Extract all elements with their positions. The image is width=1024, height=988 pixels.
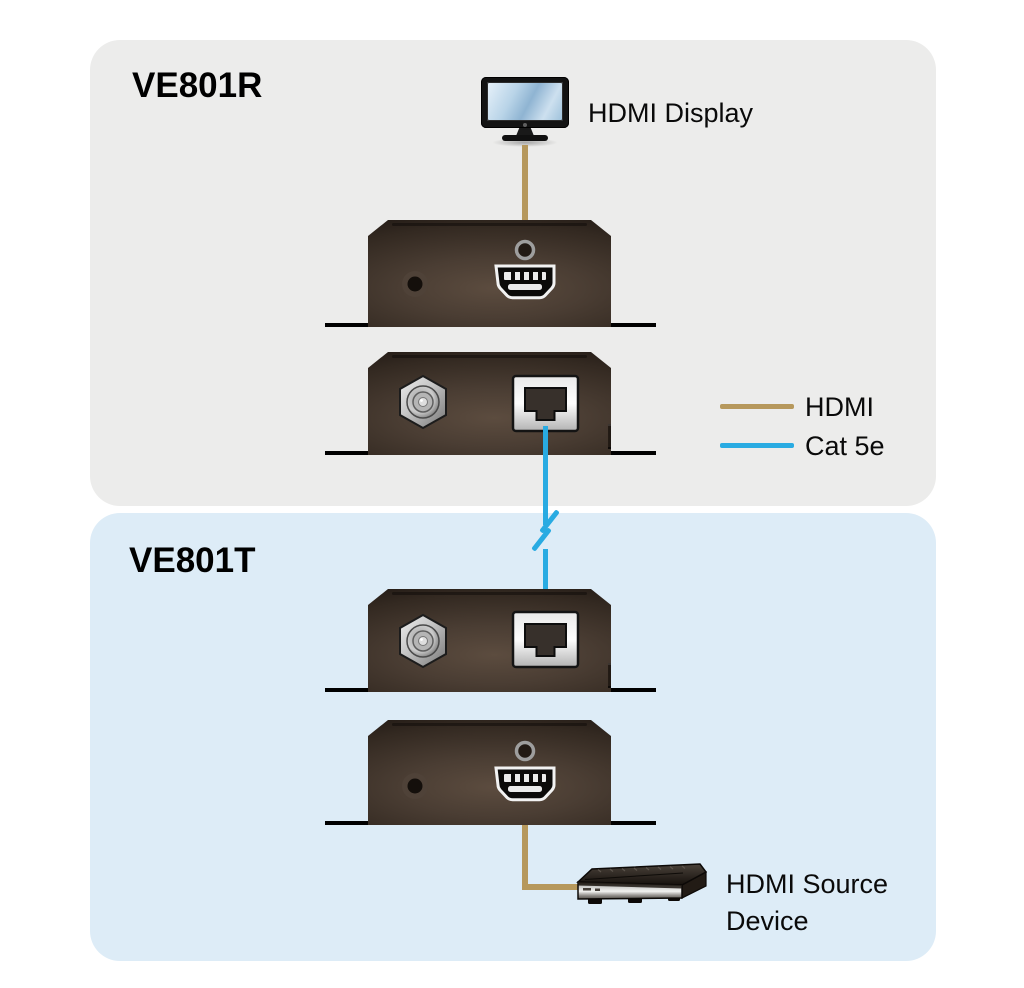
ve801r-title: VE801R	[132, 66, 263, 105]
side-knob	[608, 663, 611, 688]
monitor-stand-neck	[516, 128, 534, 136]
link-led-icon	[514, 239, 536, 261]
link-led-icon	[514, 740, 536, 762]
power-jack-icon	[399, 374, 447, 430]
cat5e-cable-upper	[543, 426, 548, 525]
monitor-shadow	[492, 138, 558, 147]
device-top-seam	[392, 592, 587, 595]
hdmi-cable-source-horizontal	[522, 884, 580, 890]
legend-hdmi-line	[720, 404, 794, 409]
hdmi-display-label: HDMI Display	[588, 98, 754, 128]
monitor-screen	[487, 82, 563, 121]
screw-hole-icon	[402, 773, 428, 799]
transmitter-unit-hdmi-view	[368, 720, 611, 825]
hdmi-source-label: HDMI Source Device	[726, 869, 889, 936]
cat5e-cable-lower	[543, 549, 548, 592]
device-top-seam	[392, 355, 587, 358]
legend-hdmi-label: HDMI	[805, 392, 874, 422]
power-jack-icon	[399, 613, 447, 669]
receiver-unit-lan-view	[368, 352, 611, 455]
hdmi-source-device-icon	[576, 863, 708, 904]
hdmi-cable-display	[522, 145, 528, 222]
rj45-port-icon	[511, 374, 580, 433]
monitor-logo-dot	[523, 122, 527, 127]
monitor-stand-base	[502, 135, 548, 141]
screw-hole-icon	[402, 271, 428, 297]
transmitter-unit-lan-view	[368, 589, 611, 692]
hdmi-port-icon	[494, 264, 556, 300]
hdmi-port-icon	[494, 766, 556, 802]
vent-slots	[597, 865, 686, 873]
legend-cat5e-line	[720, 443, 794, 448]
rj45-port-icon	[511, 610, 580, 669]
legend-cat5e-label: Cat 5e	[805, 431, 885, 461]
side-knob	[608, 424, 611, 449]
hdmi-cable-source-vertical	[522, 825, 528, 890]
device-top-seam	[392, 223, 587, 226]
device-top-seam	[392, 723, 587, 726]
ve801t-title: VE801T	[129, 541, 256, 580]
receiver-unit-hdmi-view	[368, 220, 611, 327]
